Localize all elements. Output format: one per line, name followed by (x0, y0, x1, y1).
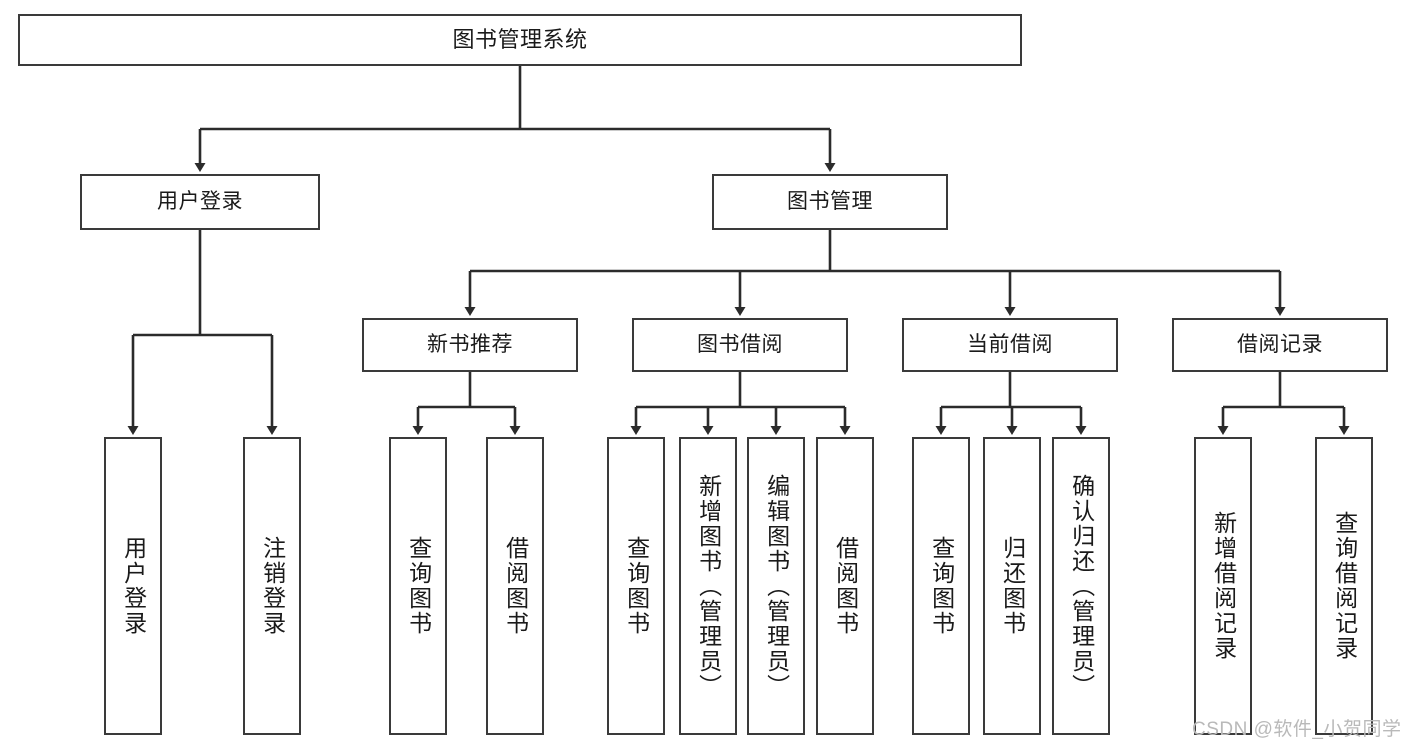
node-leaf-query-book-1[interactable]: 查询图书 (389, 437, 447, 735)
node-book-manage[interactable]: 图书管理 (712, 174, 948, 230)
node-leaf-user-login[interactable]: 用户登录 (104, 437, 162, 735)
node-leaf-user-login-label: 用户登录 (120, 536, 147, 636)
node-borrow-record-label: 借阅记录 (1237, 332, 1323, 356)
node-user-login[interactable]: 用户登录 (80, 174, 320, 230)
node-leaf-query-book-1-label: 查询图书 (405, 536, 432, 636)
node-leaf-confirm-return-label: 确认归还（管理员） (1068, 473, 1095, 699)
node-leaf-add-book[interactable]: 新增图书（管理员） (679, 437, 737, 735)
node-current-borrow[interactable]: 当前借阅 (902, 318, 1118, 372)
node-leaf-add-book-label: 新增图书（管理员） (695, 473, 722, 699)
node-leaf-return-book-label: 归还图书 (999, 536, 1026, 636)
node-leaf-borrow-book-2[interactable]: 借阅图书 (816, 437, 874, 735)
node-leaf-query-record[interactable]: 查询借阅记录 (1315, 437, 1373, 735)
node-current-borrow-label: 当前借阅 (967, 332, 1053, 356)
node-leaf-borrow-book-2-label: 借阅图书 (832, 536, 859, 636)
node-leaf-edit-book-label: 编辑图书（管理员） (763, 473, 790, 699)
node-leaf-query-book-2-label: 查询图书 (623, 536, 650, 636)
node-leaf-query-book-3[interactable]: 查询图书 (912, 437, 970, 735)
node-book-manage-label: 图书管理 (787, 189, 873, 213)
node-leaf-user-logout[interactable]: 注销登录 (243, 437, 301, 735)
node-user-login-label: 用户登录 (157, 189, 243, 213)
node-new-book-rec[interactable]: 新书推荐 (362, 318, 578, 372)
node-leaf-add-record-label: 新增借阅记录 (1210, 511, 1237, 661)
node-leaf-query-book-2[interactable]: 查询图书 (607, 437, 665, 735)
node-borrow-record[interactable]: 借阅记录 (1172, 318, 1388, 372)
node-leaf-return-book[interactable]: 归还图书 (983, 437, 1041, 735)
node-root[interactable]: 图书管理系统 (18, 14, 1022, 66)
node-leaf-edit-book[interactable]: 编辑图书（管理员） (747, 437, 805, 735)
node-leaf-add-record[interactable]: 新增借阅记录 (1194, 437, 1252, 735)
node-book-borrow-label: 图书借阅 (697, 332, 783, 356)
node-leaf-borrow-book-1-label: 借阅图书 (502, 536, 529, 636)
node-root-label: 图书管理系统 (452, 27, 588, 53)
node-new-book-rec-label: 新书推荐 (427, 332, 513, 356)
node-leaf-borrow-book-1[interactable]: 借阅图书 (486, 437, 544, 735)
node-leaf-query-book-3-label: 查询图书 (928, 536, 955, 636)
node-book-borrow[interactable]: 图书借阅 (632, 318, 848, 372)
node-leaf-query-record-label: 查询借阅记录 (1331, 511, 1358, 661)
node-leaf-confirm-return[interactable]: 确认归还（管理员） (1052, 437, 1110, 735)
node-leaf-user-logout-label: 注销登录 (259, 536, 286, 636)
